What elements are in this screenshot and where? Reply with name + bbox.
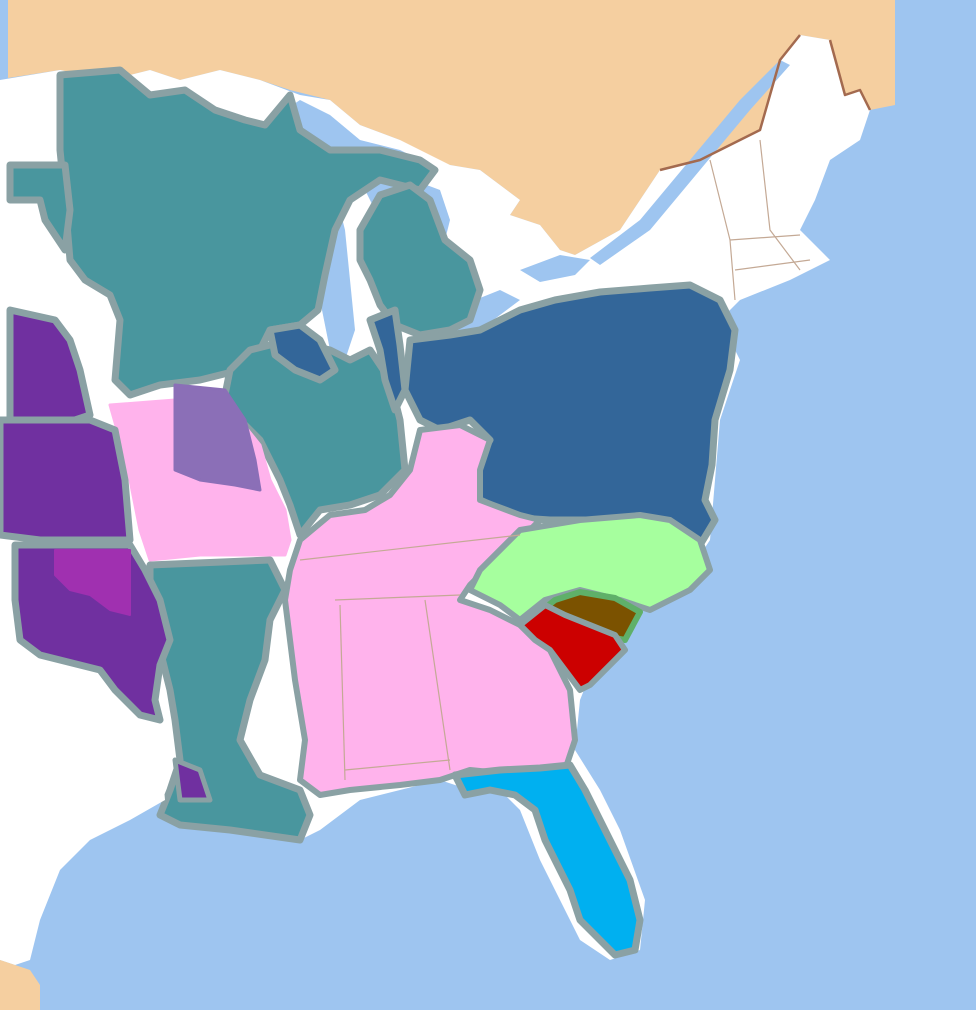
- border-gulf: [344, 759, 451, 771]
- region-western-purple-south: [11, 541, 174, 724]
- lake-ontario: [520, 255, 590, 282]
- region-texas-corner: [172, 757, 213, 803]
- region-florida: [451, 761, 644, 959]
- region-carolina-red: [517, 602, 628, 693]
- border-tn-ky: [299, 534, 521, 561]
- border-ne-states-4: [734, 259, 811, 271]
- border-al-ga: [424, 599, 451, 771]
- international-border: [659, 34, 872, 172]
- border-ne-states-3: [729, 234, 801, 241]
- border-ne-states-2: [759, 139, 801, 271]
- region-north-central: [56, 66, 439, 399]
- region-western-purple-mid: [0, 416, 134, 544]
- border-ms-al: [339, 604, 346, 781]
- region-detroit: [366, 306, 409, 414]
- region-chicago: [266, 321, 339, 384]
- region-midland-teal: [221, 336, 409, 539]
- texas-coast-land: [0, 660, 165, 965]
- region-michigan-lower: [356, 181, 484, 339]
- region-lavender: [173, 383, 262, 492]
- state-borders: [299, 139, 811, 781]
- dialect-regions: [0, 66, 739, 959]
- canada-landmass: [8, 0, 895, 255]
- region-western-strip: [6, 161, 74, 254]
- mexico-land: [0, 960, 40, 1010]
- border-tn-al: [334, 594, 461, 601]
- region-magenta: [54, 549, 131, 616]
